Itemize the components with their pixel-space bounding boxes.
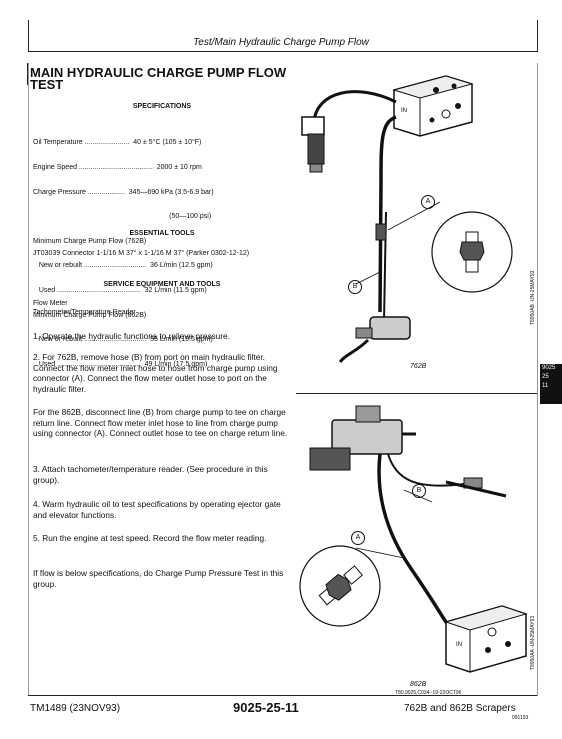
manifold-block-862b: IN	[444, 605, 528, 673]
step-2: 2. For 762B, remove hose (B) from port o…	[33, 352, 278, 394]
svg-text:IN: IN	[401, 108, 407, 114]
tee-fitting	[445, 477, 507, 498]
service-equipment-list: Flow Meter Tachometer/Temperature Reader	[33, 300, 136, 317]
footer-product: 762B and 862B Scrapers	[404, 703, 516, 714]
step-4: 4. Warm hydraulic oil to test specificat…	[33, 499, 281, 520]
figure-label-862b: 862B	[410, 681, 427, 688]
step-862b: For the 862B, disconnect line (B) from c…	[33, 407, 288, 439]
figure-id-top: T8950AB -UN-25MAY93	[530, 270, 536, 325]
figure-862b: IN	[299, 405, 528, 673]
callout-b-top: B	[348, 280, 362, 294]
specifications-table: Oil Temperature ....................... …	[33, 123, 214, 377]
footer-code: 091193	[512, 715, 529, 721]
left-frame	[28, 63, 29, 696]
figure-id-bottom: T8950AA -UN-25MAY93	[530, 615, 536, 670]
service-equipment-heading: SERVICE EQUIPMENT AND TOOLS	[103, 281, 221, 288]
spec-row: Used ...................................…	[33, 287, 207, 295]
spec-row: New or rebuilt .........................…	[33, 262, 213, 270]
callout-a-top: A	[421, 195, 435, 209]
list-item: Tachometer/Temperature Reader	[33, 308, 136, 316]
connector-detail-862b	[318, 565, 363, 606]
title-bar	[27, 63, 28, 85]
essential-tools-heading: ESSENTIAL TOOLS	[129, 230, 195, 237]
spec-row: Engine Speed ...........................…	[33, 164, 202, 172]
connector-detail	[459, 231, 485, 273]
list-item: Flow Meter	[33, 300, 68, 307]
spec-row: New or rebuilt .........................…	[33, 336, 213, 344]
title-line-1: MAIN HYDRAULIC CHARGE PUMP FLOW	[30, 65, 287, 80]
specifications-heading: SPECIFICATIONS	[132, 103, 192, 110]
header-rule	[28, 51, 538, 52]
figure-separator	[296, 393, 538, 394]
essential-tools-text: JT03039 Connector 1-1/16 M 37° x 1-1/16 …	[33, 250, 250, 257]
hydraulic-filter	[301, 116, 325, 173]
footer-manual-id: TM1489 (23NOV93)	[30, 703, 121, 714]
tab-line-1: 9025	[542, 365, 556, 371]
spec-row: (50—100 psi)	[33, 213, 212, 221]
figure-reference: T80,9025,C034 -19-22OCT96	[395, 690, 462, 696]
spec-row: Used ...................................…	[33, 360, 208, 368]
spec-row: Minimum Charge Pump Flow (862B)	[33, 311, 147, 319]
header-left-border	[28, 20, 29, 52]
figure-label-762b: 762B	[410, 363, 427, 370]
footer-rule	[28, 695, 538, 696]
step-5: 5. Run the engine at test speed. Record …	[33, 533, 267, 543]
charge-pump-862b	[309, 405, 416, 471]
tab-line-2: 25	[542, 374, 549, 380]
manifold-block: IN	[392, 75, 474, 137]
charge-pump	[338, 316, 411, 363]
svg-text:IN: IN	[456, 642, 462, 648]
step-note: If flow is below specifications, do Char…	[33, 568, 284, 589]
section-tab: 9025 25 11	[540, 364, 562, 404]
running-header: Test/Main Hydraulic Charge Pump Flow	[193, 37, 369, 48]
spec-row: Oil Temperature ....................... …	[33, 139, 202, 147]
connector-on-hose	[375, 223, 387, 241]
step-3: 3. Attach tachometer/temperature reader.…	[33, 464, 268, 485]
callout-a-bottom: A	[351, 531, 365, 545]
footer-page-number: 9025-25-11	[233, 700, 299, 715]
figure-762b: IN	[301, 75, 513, 363]
title-line-2: TEST	[30, 77, 64, 92]
spec-row: Charge Pressure ................... 345—…	[33, 188, 214, 196]
spec-row: Minimum Charge Pump Flow (762B)	[33, 237, 147, 245]
page-title: MAIN HYDRAULIC CHARGE PUMP FLOW TEST	[30, 65, 287, 92]
right-frame	[537, 63, 538, 696]
header-right-border	[537, 20, 538, 52]
tab-line-3: 11	[542, 383, 549, 389]
step-1: 1. Operate the hydraulic functions to re…	[33, 331, 230, 341]
callout-b-bottom: B	[412, 484, 426, 498]
